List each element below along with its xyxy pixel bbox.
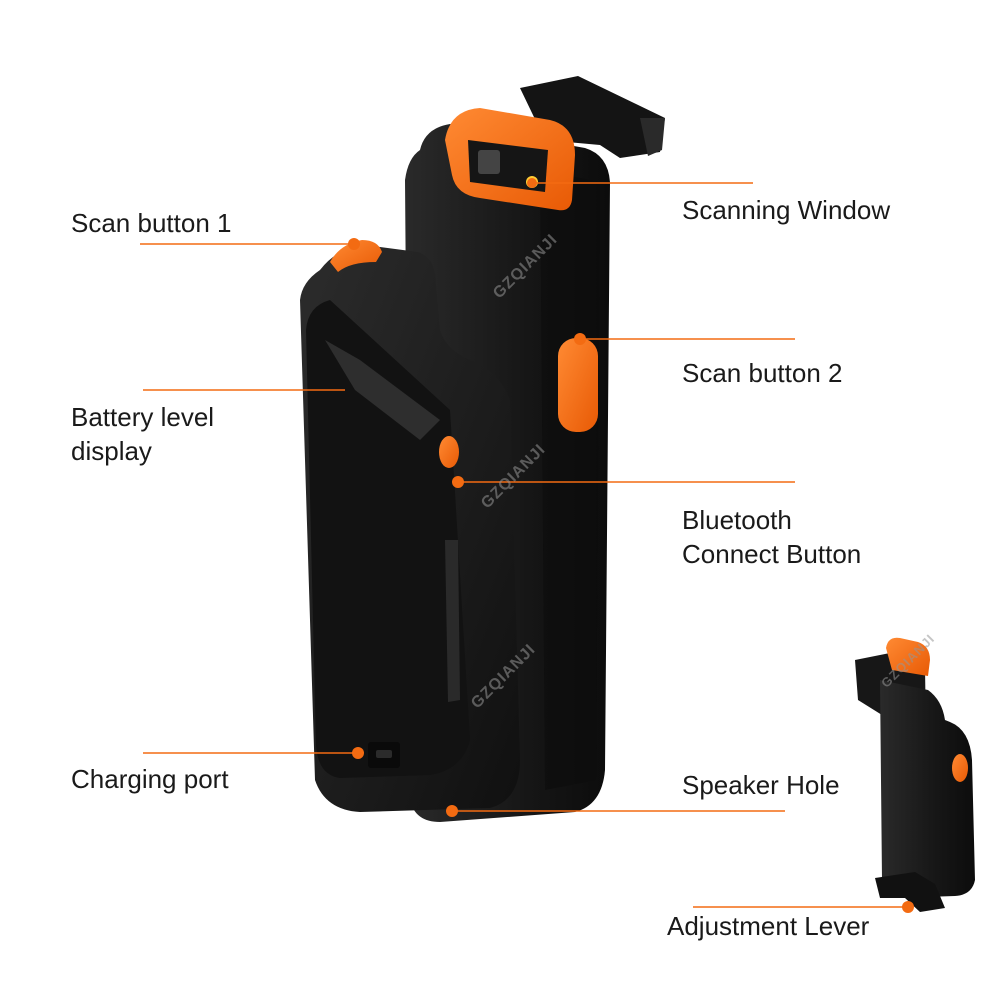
- scan-button-2-shape: [558, 338, 598, 432]
- label-bluetooth-connect-button: Bluetooth Connect Button: [682, 505, 862, 569]
- secondary-device-view: [855, 637, 975, 912]
- scan-button-1-shape: [330, 240, 382, 272]
- leader-lines: [140, 182, 908, 908]
- label-speaker-hole: Speaker Hole: [682, 770, 840, 800]
- label-scanning-window: Scanning Window: [682, 195, 891, 225]
- label-charging-port: Charging port: [71, 764, 229, 794]
- bluetooth-button-shape: [439, 436, 459, 468]
- leader-dots: [348, 178, 914, 913]
- label-scan-button-1: Scan button 1: [71, 208, 232, 238]
- front-module: [300, 245, 520, 812]
- scan-head: [445, 108, 575, 211]
- label-battery-level-display: Battery level display: [71, 402, 215, 466]
- label-scan-button-2: Scan button 2: [682, 358, 843, 388]
- label-adjustment-lever: Adjustment Lever: [667, 911, 870, 941]
